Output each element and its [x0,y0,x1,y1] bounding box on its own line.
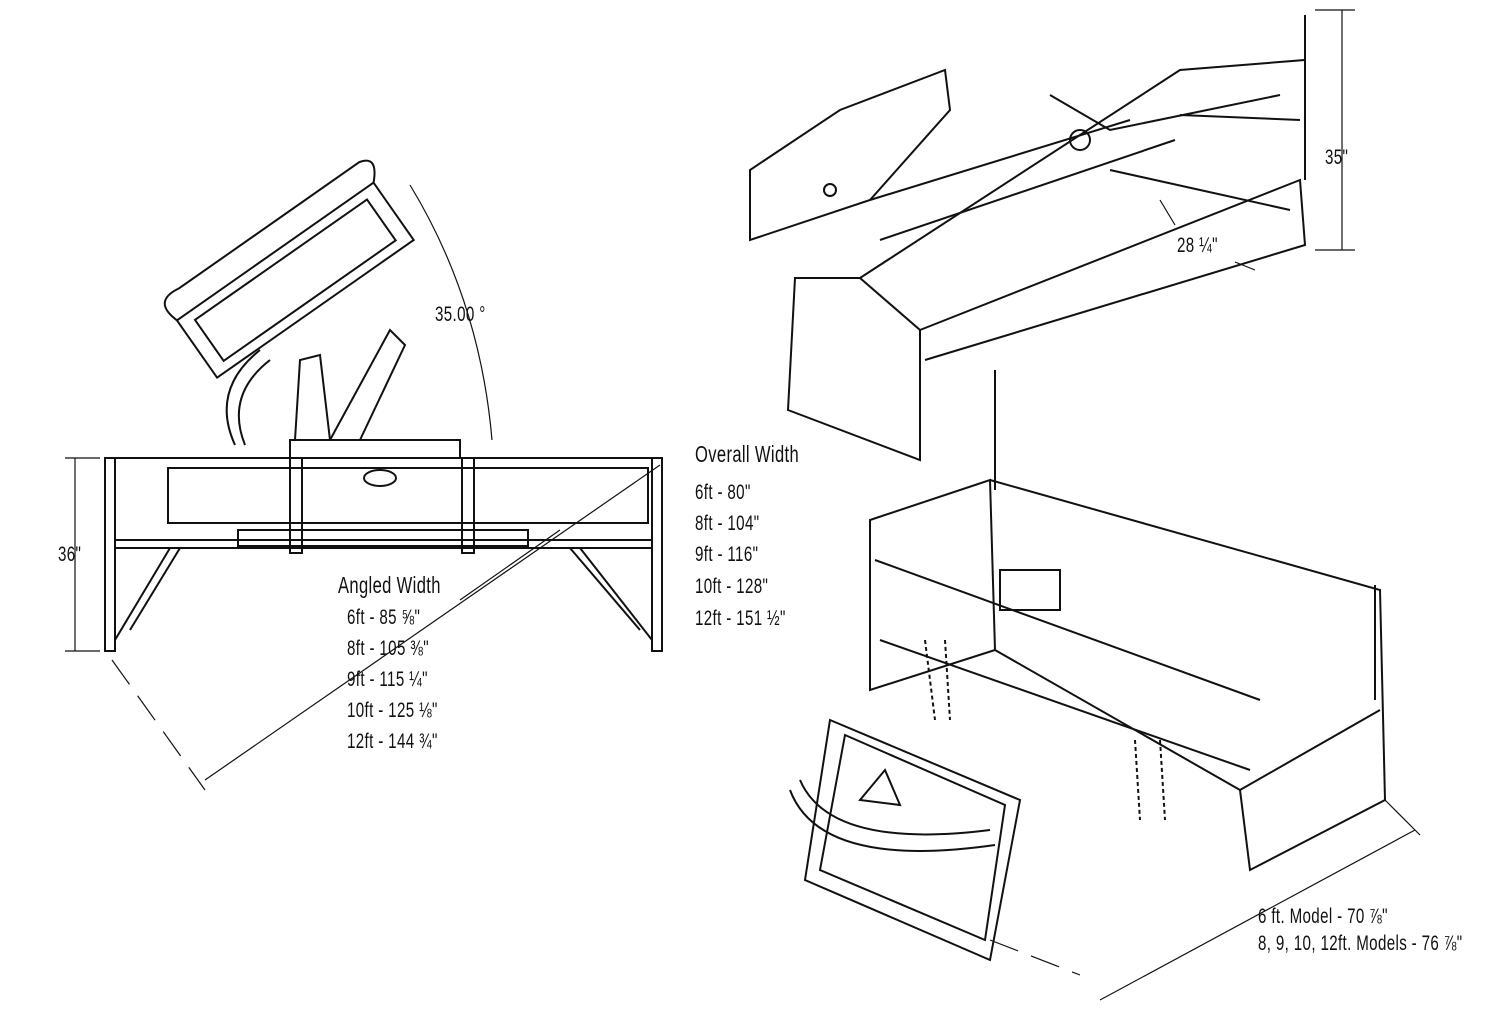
angled-width-heading: Angled Width [338,572,441,598]
front-height-label: 36" [58,543,82,566]
angled-width-item: 12ft - 144 ¾" [347,730,438,753]
iso-depth-item: 6 ft. Model - 70 ⅞" [1258,905,1388,928]
overall-width-item: 6ft - 80" [695,481,751,504]
front-view-pusher [104,159,663,652]
rear-depth-label: 28 ¼" [1177,234,1218,257]
overall-width-item: 10ft - 128" [695,575,769,598]
overall-width-item: 8ft - 104" [695,512,760,535]
angled-width-item: 8ft - 105 ⅜" [347,637,429,660]
front-dimension-lines [65,184,661,791]
angled-width-item: 10ft - 125 ⅛" [347,699,438,722]
angled-width-item: 9ft - 115 ¼" [347,668,428,691]
iso-view-pusher [789,370,1387,962]
iso-depth-item: 8, 9, 10, 12ft. Models - 76 ⅞" [1258,932,1463,955]
overall-width-item: 12ft - 151 ½" [695,607,786,630]
overall-width-heading: Overall Width [695,441,800,467]
iso-dimension-lines [989,799,1421,1001]
angled-width-item: 6ft - 85 ⅝" [347,606,421,629]
rear-view-pusher [749,15,1307,462]
rear-dimension-lines [1159,9,1355,271]
tilt-angle-label: 35.00 ° [435,303,486,326]
rear-height-label: 35" [1325,146,1349,169]
overall-width-item: 9ft - 116" [695,543,759,566]
